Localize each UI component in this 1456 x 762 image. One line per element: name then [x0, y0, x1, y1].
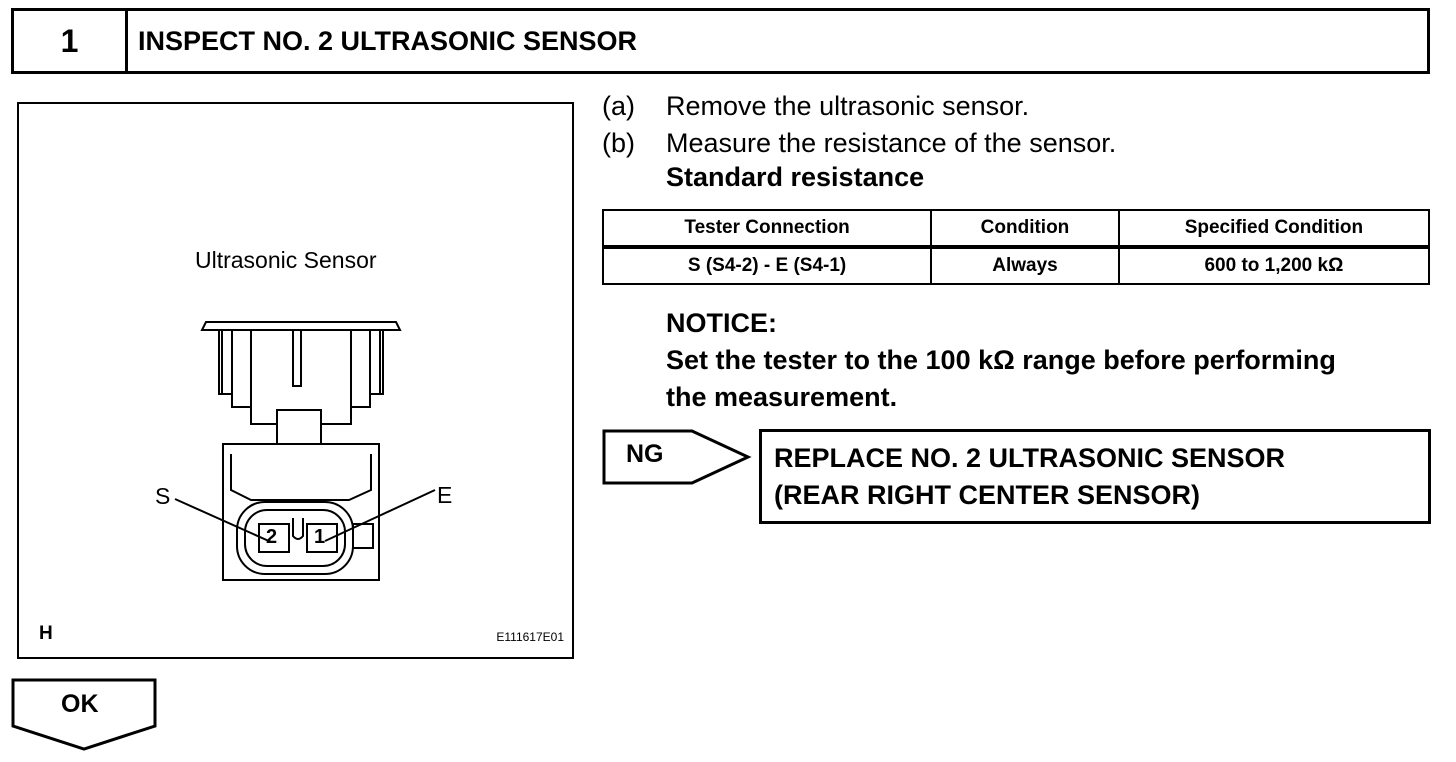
table-cell: 600 to 1,200 kΩ [1117, 246, 1431, 285]
table-header: Specified Condition [1117, 209, 1431, 249]
step-header: 1 INSPECT NO. 2 ULTRASONIC SENSOR [11, 8, 1430, 74]
notice-line-2: the measurement. [666, 382, 898, 412]
step-b: (b) Measure the resistance of the sensor… [602, 125, 1116, 162]
table-header: Tester Connection [601, 209, 933, 249]
ng-label: NG [626, 440, 664, 468]
ng-result-line-1: REPLACE NO. 2 ULTRASONIC SENSOR [774, 443, 1286, 473]
notice-line-1: Set the tester to the 100 kΩ range befor… [666, 345, 1336, 375]
table-header: Condition [930, 209, 1120, 249]
figure-corner-mark: H [39, 623, 53, 644]
sensor-caption: Ultrasonic Sensor [195, 247, 377, 273]
spec-table: Tester Connection Condition Specified Co… [601, 209, 1431, 285]
step-b-letter: (b) [602, 128, 635, 158]
ng-result-line-2: (REAR RIGHT CENTER SENSOR) [774, 480, 1201, 510]
table-cell: S (S4-2) - E (S4-1) [601, 246, 933, 285]
ng-arrow-icon [602, 429, 752, 485]
table-header-row: Tester Connection Condition Specified Co… [601, 209, 1431, 249]
step-a: (a) Remove the ultrasonic sensor. [602, 88, 1116, 125]
terminal-e-label: E [437, 482, 453, 508]
pin-1-label: 1 [314, 526, 326, 548]
terminal-s-label: S [155, 483, 171, 509]
pin-2-label: 2 [266, 526, 278, 548]
table-cell: Always [930, 246, 1120, 285]
notice-heading: NOTICE: [666, 308, 777, 338]
ng-result-box: REPLACE NO. 2 ULTRASONIC SENSOR (REAR RI… [759, 429, 1431, 524]
figure-code: E111617E01 [496, 630, 564, 644]
table-row: S (S4-2) - E (S4-1) Always 600 to 1,200 … [601, 246, 1431, 285]
step-b-text: Measure the resistance of the sensor. [666, 128, 1117, 158]
standard-resistance-label: Standard resistance [666, 162, 925, 192]
step-title: INSPECT NO. 2 ULTRASONIC SENSOR [138, 25, 638, 56]
ok-label: OK [61, 690, 99, 718]
step-a-text: Remove the ultrasonic sensor. [666, 91, 1030, 121]
step-number: 1 [14, 11, 128, 71]
step-a-letter: (a) [602, 91, 635, 121]
ultrasonic-sensor-drawing [174, 321, 436, 581]
procedure-steps: (a) Remove the ultrasonic sensor. (b) Me… [602, 88, 1116, 162]
ok-arrow-icon [11, 678, 157, 751]
sensor-illustration: Ultrasonic Sensor S E 2 1 H E111617E01 [17, 102, 574, 659]
notice-block: NOTICE: Set the tester to the 100 kΩ ran… [666, 305, 1336, 416]
